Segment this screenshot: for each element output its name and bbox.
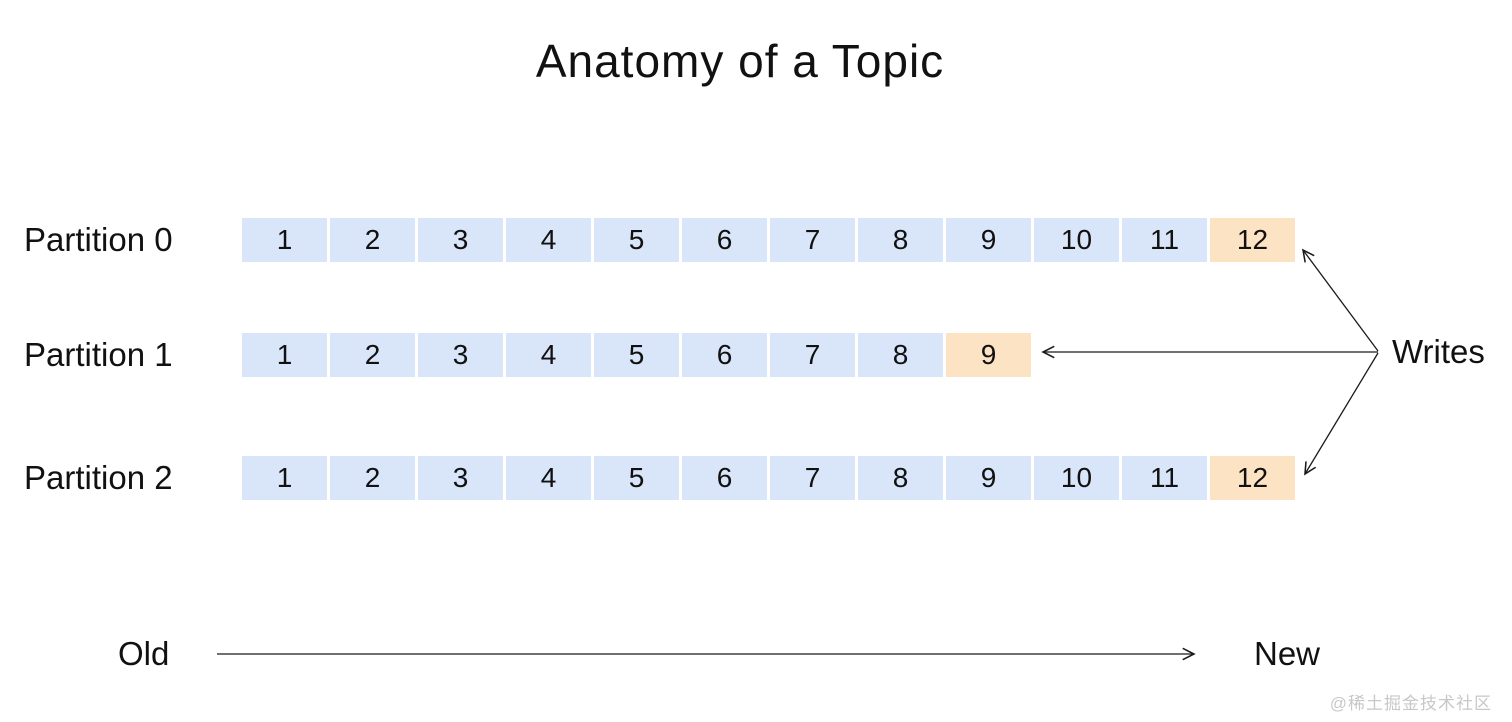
partition-cell: 9	[946, 456, 1031, 500]
partition-cell-latest: 12	[1210, 218, 1295, 262]
partition-cell-latest: 9	[946, 333, 1031, 377]
partition-label: Partition 2	[24, 459, 173, 496]
watermark: @稀土掘金技术社区	[1329, 694, 1492, 713]
partition-cell: 7	[770, 333, 855, 377]
partition-cell: 8	[858, 218, 943, 262]
partition-cell: 4	[506, 456, 591, 500]
partition-cell: 2	[330, 456, 415, 500]
partition-cell: 10	[1034, 456, 1119, 500]
partition-cell: 6	[682, 456, 767, 500]
partition-cell: 7	[770, 456, 855, 500]
partition-cell: 2	[330, 333, 415, 377]
old-label: Old	[118, 635, 170, 672]
partition-cell: 3	[418, 456, 503, 500]
partition-cell: 11	[1122, 456, 1207, 500]
partition-cell: 4	[506, 218, 591, 262]
partition-label: Partition 1	[24, 336, 173, 373]
partition-cell: 10	[1034, 218, 1119, 262]
partition-cell: 11	[1122, 218, 1207, 262]
writes-label: Writes	[1392, 333, 1485, 370]
partition-cell: 5	[594, 333, 679, 377]
partition-cell: 9	[946, 218, 1031, 262]
partition-cell: 3	[418, 333, 503, 377]
partition-cell: 8	[858, 456, 943, 500]
diagram-title: Anatomy of a Topic	[535, 35, 945, 87]
partition-cell-latest: 12	[1210, 456, 1295, 500]
new-label: New	[1254, 635, 1321, 672]
partition-cell: 7	[770, 218, 855, 262]
partition-cell: 6	[682, 218, 767, 262]
partition-cell: 4	[506, 333, 591, 377]
partition-cell: 2	[330, 218, 415, 262]
partition-cell: 1	[242, 333, 327, 377]
partition-cell: 5	[594, 218, 679, 262]
partition-cell: 1	[242, 456, 327, 500]
partition-cell: 8	[858, 333, 943, 377]
partition-label: Partition 0	[24, 221, 173, 258]
partition-cell: 3	[418, 218, 503, 262]
partition-cell: 6	[682, 333, 767, 377]
partition-cell: 1	[242, 218, 327, 262]
partition-cell: 5	[594, 456, 679, 500]
